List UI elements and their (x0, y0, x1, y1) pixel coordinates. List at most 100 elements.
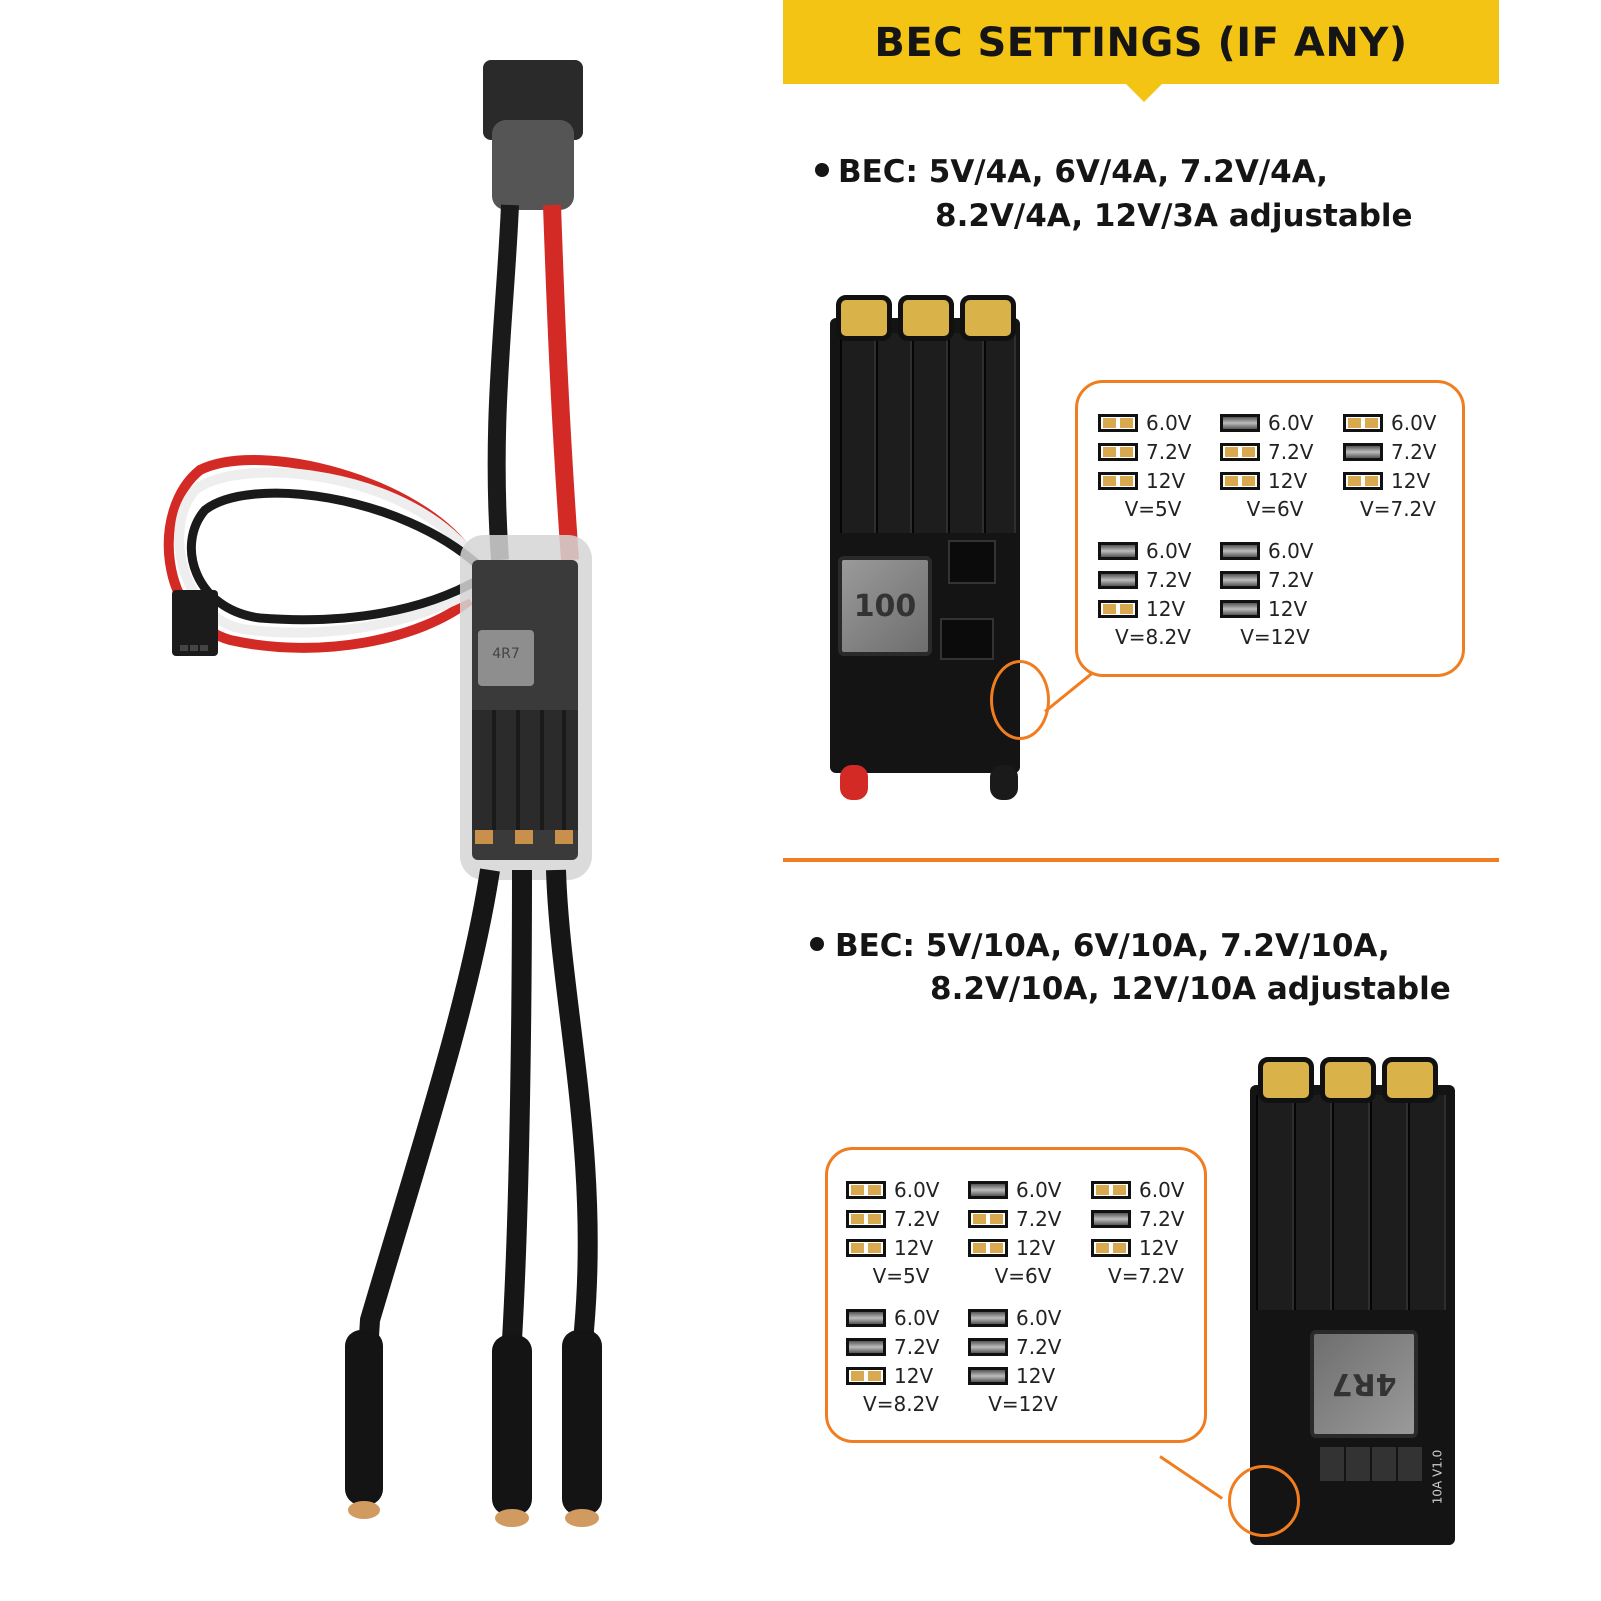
section-divider (783, 858, 1499, 862)
jumper-pad-label: 7.2V (1016, 1206, 1062, 1231)
jumper-pad-label: 12V (894, 1363, 934, 1388)
legend-bottom-group: 6.0V 7.2V 12V V=8.2V (846, 1303, 966, 1416)
jumper-pad-open (1091, 1180, 1131, 1199)
xt-connector-sleeve (492, 120, 574, 210)
jumper-pad-bridged (1220, 570, 1260, 589)
jumper-highlight-top (990, 660, 1050, 740)
motor-wire-c (546, 869, 598, 1401)
esc-inductor-label: 4R7 (492, 646, 520, 662)
bec-top-inductor: 100 (838, 556, 932, 656)
section-banner (783, 0, 1499, 84)
jumper-pad-label: 12V (1139, 1235, 1179, 1260)
jumper-legend-bottom (825, 1147, 1207, 1443)
jumper-pad-label: 12V (1268, 596, 1308, 621)
jumper-pad-bridged (846, 1308, 886, 1327)
jumper-pad-label: 6.0V (894, 1177, 940, 1202)
phase-pad-b (898, 295, 954, 341)
spec-top-line2: 8.2V/4A, 12V/3A adjustable (935, 198, 1413, 234)
bec-top-lead-black (990, 765, 1018, 800)
voltage-result-label: V=12V (1240, 625, 1310, 649)
phase-pad-a-bottom (1258, 1057, 1314, 1103)
voltage-result-label: V=7.2V (1108, 1264, 1184, 1288)
jumper-pad-label: 6.0V (1016, 1305, 1062, 1330)
esc-product-illustration (163, 60, 602, 1527)
spec-top-line1: BEC: 5V/4A, 6V/4A, 7.2V/4A, (838, 154, 1329, 190)
jumper-pad-bridged (1098, 570, 1138, 589)
jumper-pad-label: 7.2V (1268, 439, 1314, 464)
spec-bottom-line2: 8.2V/10A, 12V/10A adjustable (930, 971, 1451, 1007)
jumper-pad-open (846, 1209, 886, 1228)
bec-bottom-inductor: 4R7 (1310, 1330, 1418, 1438)
bec-board-top: 100 (830, 318, 1020, 773)
jumper-pad-bridged (968, 1180, 1008, 1199)
jumper-pad-label: 7.2V (1391, 439, 1437, 464)
motor-wire-b (502, 869, 532, 1400)
jumper-pad-label: 6.0V (1146, 410, 1192, 435)
bullet-connector-a (345, 1330, 383, 1505)
jumper-pad-bridged (968, 1337, 1008, 1356)
phase-pad-a (836, 295, 892, 341)
jumper-pad-open (846, 1180, 886, 1199)
power-wire-red (543, 204, 579, 561)
jumper-pad-open (1098, 413, 1138, 432)
jumper-pad-label: 7.2V (894, 1334, 940, 1359)
jumper-pad-open (1343, 413, 1383, 432)
bullet-icon (815, 163, 829, 177)
jumper-pad-label: 12V (1016, 1235, 1056, 1260)
bec-top-chip (940, 618, 994, 660)
jumper-pad-label: 7.2V (1146, 567, 1192, 592)
jumper-pad-label: 7.2V (894, 1206, 940, 1231)
jumper-pad-bridged (1091, 1209, 1131, 1228)
servo-connector (172, 590, 218, 656)
servo-wire-black (186, 488, 482, 625)
jumper-pad-label: 12V (1268, 468, 1308, 493)
jumper-pad-label: 7.2V (1139, 1206, 1185, 1231)
bullet-connector-b (492, 1335, 532, 1515)
spec-bottom-line1: BEC: 5V/10A, 6V/10A, 7.2V/10A, (835, 928, 1390, 964)
voltage-result-label: V=5V (872, 1264, 930, 1288)
jumper-pad-bridged (968, 1366, 1008, 1385)
esc-heatsink (472, 710, 578, 830)
legend-top-group: 6.0V 7.2V 12V V=6V (1220, 408, 1340, 521)
jumper-pad-open (846, 1238, 886, 1257)
phase-pad-c-bottom (1382, 1057, 1438, 1103)
motor-wire-a (355, 868, 500, 1401)
jumper-pad-bridged (1220, 541, 1260, 560)
bec-board-bottom: 4R7 (1250, 1085, 1455, 1545)
jumper-pad-label: 6.0V (894, 1305, 940, 1330)
jumper-pad-bridged (1343, 442, 1383, 461)
jumper-pad-open (1098, 442, 1138, 461)
bullet-icon (810, 937, 824, 951)
banner-title: BEC SETTINGS (IF ANY) (874, 20, 1408, 66)
jumper-legend-top (1075, 380, 1465, 677)
jumper-pad-label: 6.0V (1139, 1177, 1185, 1202)
jumper-pad-open (1220, 442, 1260, 461)
jumper-pad-label: 12V (894, 1235, 934, 1260)
servo-wire-white (174, 467, 480, 638)
jumper-pad-open (846, 1366, 886, 1385)
jumper-pad-label: 7.2V (1016, 1334, 1062, 1359)
jumper-pad-bridged (968, 1308, 1008, 1327)
voltage-result-label: V=8.2V (863, 1392, 939, 1416)
jumper-pad-label: 12V (1391, 468, 1431, 493)
jumper-pad-open (968, 1209, 1008, 1228)
jumper-pad-label: 6.0V (1391, 410, 1437, 435)
jumper-pad-bridged (1098, 541, 1138, 560)
bec-top-chip-2 (948, 540, 996, 584)
callout-arrow-bottom (1159, 1455, 1224, 1500)
voltage-result-label: V=8.2V (1115, 625, 1191, 649)
jumper-pad-label: 6.0V (1268, 410, 1314, 435)
voltage-result-label: V=6V (1246, 497, 1304, 521)
jumper-pad-open (1098, 471, 1138, 490)
jumper-pad-label: 12V (1146, 596, 1186, 621)
jumper-pad-open (1343, 471, 1383, 490)
jumper-pad-open (1220, 471, 1260, 490)
bec-bottom-version: 10A V1.0 (1430, 1449, 1445, 1505)
legend-bottom-group: 6.0V 7.2V 12V V=5V (846, 1175, 966, 1288)
